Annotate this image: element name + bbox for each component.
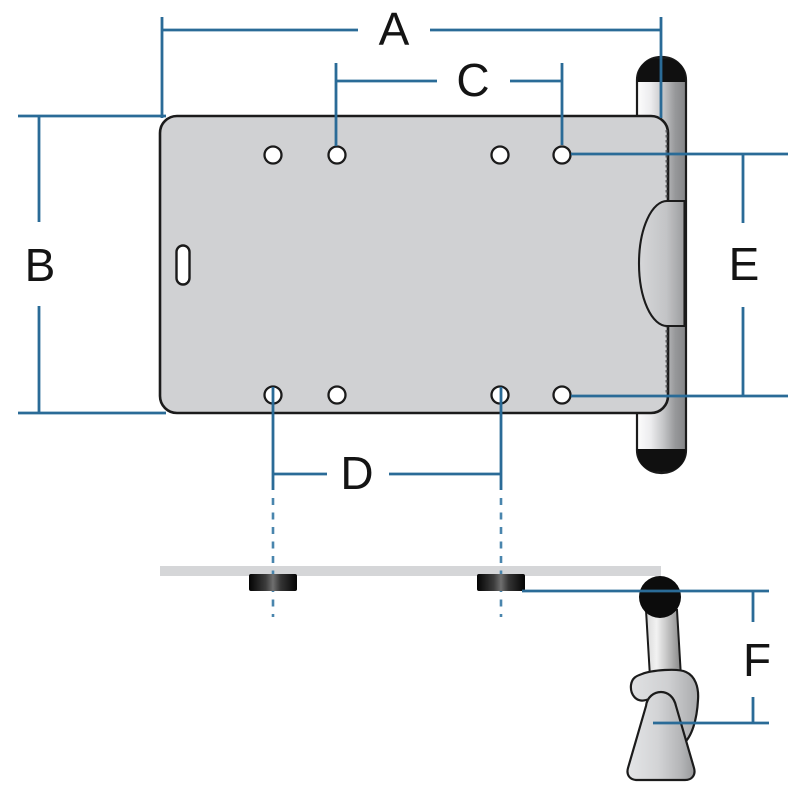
dimension-d: D xyxy=(271,387,503,499)
dimension-c: C xyxy=(334,54,564,146)
clamp-post xyxy=(644,609,683,678)
dimension-f: F xyxy=(522,589,771,725)
mounting-hole-bottom-4 xyxy=(552,385,572,405)
dimension-label-a: A xyxy=(379,3,410,55)
mounting-hole-top-2 xyxy=(327,145,347,165)
dimension-label-c: C xyxy=(456,54,489,106)
mounting-foot-left xyxy=(249,574,297,591)
dimension-label-d: D xyxy=(340,447,373,499)
mounting-hole-bottom-2 xyxy=(327,385,347,405)
hinge-knuckle xyxy=(637,199,686,328)
mounting-hole-top-4 xyxy=(552,145,572,165)
post-bottom-cap xyxy=(637,449,686,472)
dimension-a: A xyxy=(160,3,663,118)
dimension-b: B xyxy=(18,114,166,415)
mounting-hole-top-1 xyxy=(263,145,283,165)
plate-edge-profile xyxy=(160,566,661,576)
dimension-label-f: F xyxy=(743,634,771,686)
mounting-foot-right xyxy=(477,574,525,591)
dimension-label-e: E xyxy=(729,238,760,290)
dimension-e: E xyxy=(571,152,788,398)
ball-joint xyxy=(639,576,681,618)
dimensions: A C B E xyxy=(18,3,788,725)
keyhole-slot xyxy=(175,244,191,286)
mounting-plate xyxy=(158,114,670,415)
top-view xyxy=(158,55,688,475)
mounting-hole-top-3 xyxy=(490,145,510,165)
rail-cone-base xyxy=(626,690,696,782)
side-view xyxy=(160,498,700,782)
dimension-label-b: B xyxy=(25,239,56,291)
